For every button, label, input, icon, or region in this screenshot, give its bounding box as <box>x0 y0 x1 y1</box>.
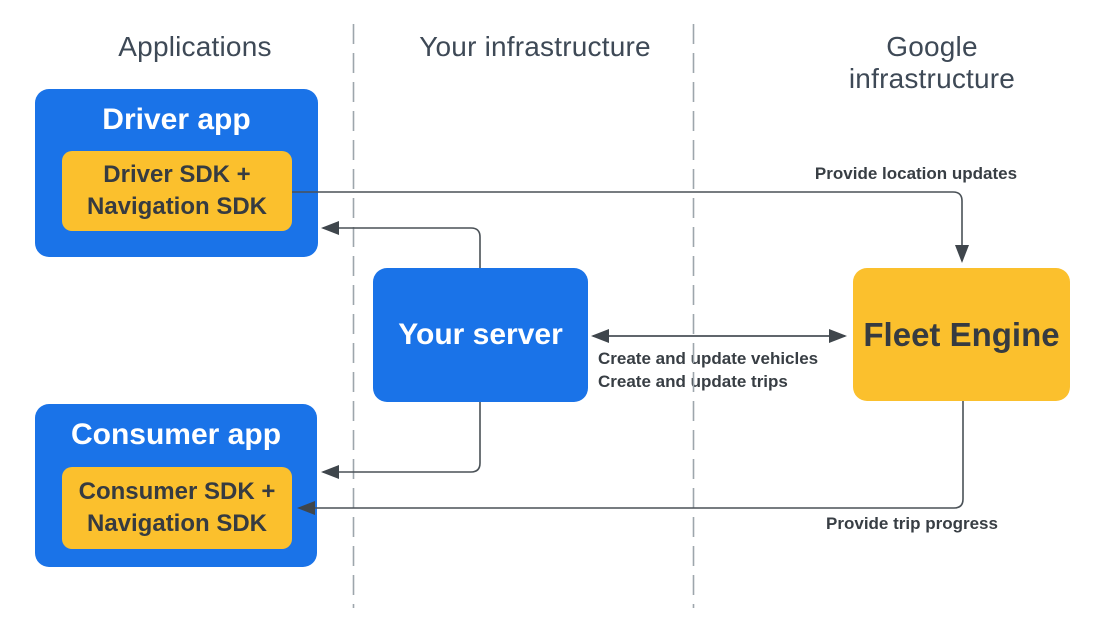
edge-driver-sdk-to-fleet-engine <box>292 191 969 263</box>
your-server-title: Your server <box>398 318 563 351</box>
edge-your-server-to-consumer-app <box>321 402 481 479</box>
driver-sdk-node: Driver SDK + Navigation SDK <box>62 151 292 231</box>
driver-app-title: Driver app <box>102 103 251 136</box>
edge-label-create-update: Create and update vehicles Create and up… <box>598 347 818 393</box>
driver-sdk-label-line2: Navigation SDK <box>86 193 268 220</box>
fleet-engine-title: Fleet Engine <box>863 315 1060 353</box>
consumer-sdk-label-line1: Consumer SDK + <box>78 478 276 505</box>
edge-your-server-to-driver-app <box>321 221 481 268</box>
consumer-sdk-label-line2: Navigation SDK <box>86 510 268 537</box>
edge-label-provide-trip-progress: Provide trip progress <box>826 514 998 533</box>
edge-label-create-update-trips: Create and update trips <box>598 372 788 391</box>
your-server-node: Your server <box>373 268 588 402</box>
consumer-app-title: Consumer app <box>70 418 282 451</box>
consumer-sdk-node: Consumer SDK + Navigation SDK <box>62 467 292 549</box>
fleet-engine-node: Fleet Engine <box>853 268 1070 401</box>
driver-sdk-label-line1: Driver SDK + <box>103 161 251 188</box>
edge-label-create-update-vehicles: Create and update vehicles <box>598 349 819 368</box>
edge-fleet-engine-to-consumer-sdk <box>297 401 964 515</box>
column-header-google-infrastructure: Google infrastructure <box>848 31 1016 94</box>
consumer-app-node: Consumer app Consumer SDK + Navigation S… <box>35 404 317 567</box>
column-header-your-infrastructure: Your infrastructure <box>419 31 651 62</box>
edge-label-provide-location-updates: Provide location updates <box>814 164 1018 183</box>
column-header-applications: Applications <box>118 31 272 62</box>
driver-app-node: Driver app Driver SDK + Navigation SDK <box>35 89 318 257</box>
